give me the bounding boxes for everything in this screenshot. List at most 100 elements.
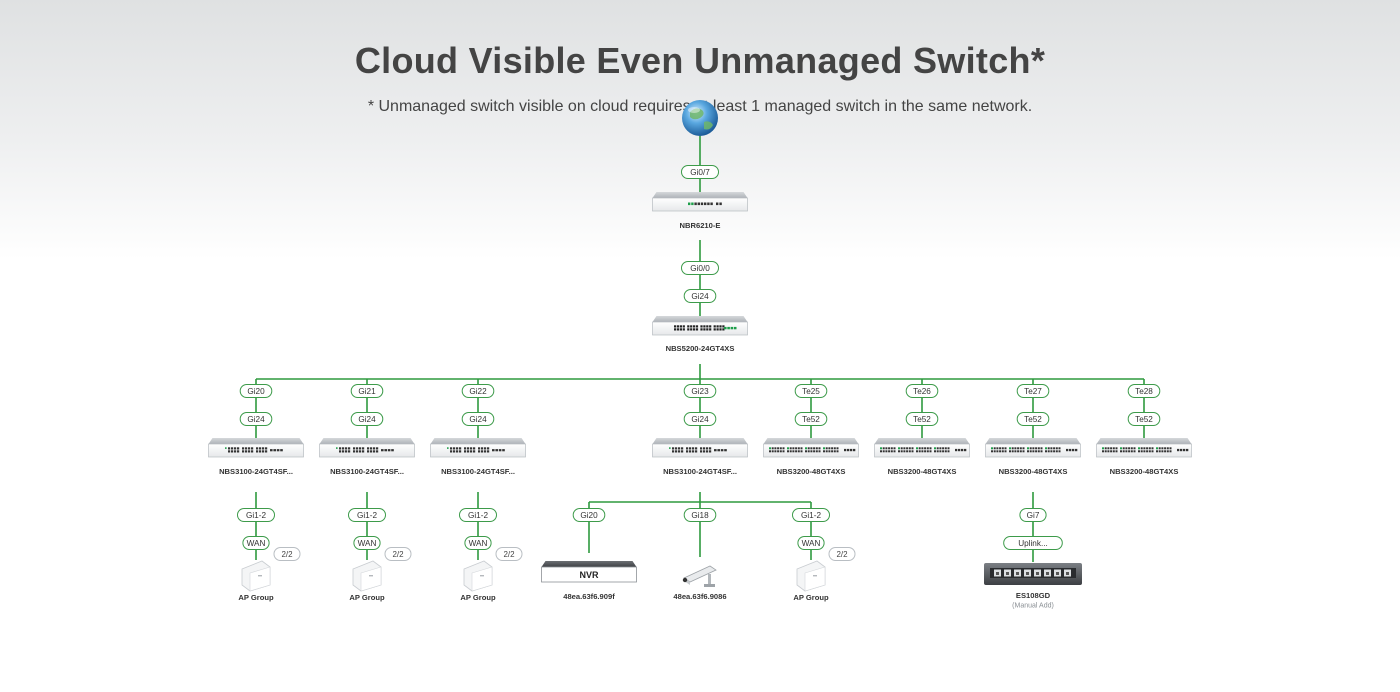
svg-text:WAN: WAN	[358, 539, 377, 548]
ap-wan-port[interactable]: WAN	[353, 536, 381, 550]
svg-text:Gi20: Gi20	[247, 387, 265, 396]
branch-switch-device[interactable]	[763, 438, 859, 458]
globe-icon	[682, 100, 718, 136]
branch-switch-device[interactable]	[652, 438, 748, 458]
ap-group-label: AP Group	[349, 593, 385, 602]
branch-core-port[interactable]: Gi20	[239, 384, 273, 398]
core-switch-device[interactable]	[652, 316, 748, 336]
svg-text:Te52: Te52	[802, 415, 820, 424]
branch-switch-name: NBS3200-48GT4XS	[1110, 467, 1179, 476]
svg-text:WAN: WAN	[469, 539, 488, 548]
svg-text:Gi7: Gi7	[1027, 511, 1040, 520]
branch-switch-name: NBS3200-48GT4XS	[999, 467, 1068, 476]
svg-text:Te52: Te52	[1024, 415, 1042, 424]
branch-core-port[interactable]: Te28	[1127, 384, 1161, 398]
branch-uplink-port[interactable]: Te52	[1127, 412, 1161, 426]
branch-core-port[interactable]: Gi22	[461, 384, 495, 398]
unmanaged-port[interactable]: Gi7	[1019, 508, 1047, 522]
ap-wan-port[interactable]: WAN	[242, 536, 270, 550]
unmanaged-switch-name: ES108GD	[1016, 591, 1051, 600]
svg-text:Gi23: Gi23	[691, 387, 709, 396]
camera-icon[interactable]	[682, 565, 717, 587]
svg-text:Gi24: Gi24	[358, 415, 376, 424]
branch-uplink-port[interactable]: Te52	[905, 412, 939, 426]
branch-switch-name: NBS3100-24GT4SF...	[330, 467, 404, 476]
branch-switch-device[interactable]	[985, 438, 1081, 458]
branch-uplink-port[interactable]: Gi24	[461, 412, 495, 426]
ap-port[interactable]: Gi1-2	[459, 508, 497, 522]
router-downlink-port[interactable]: Gi0/0	[681, 261, 719, 275]
router-name-label: NBR6210-E	[680, 221, 721, 230]
branch-uplink-port[interactable]: Te52	[794, 412, 828, 426]
branch-switch-device[interactable]	[208, 438, 304, 458]
ap-group-label: AP Group	[238, 593, 274, 602]
ap-port[interactable]: Gi1-2	[792, 508, 830, 522]
nvr-port[interactable]: Gi20	[572, 508, 606, 522]
svg-text:Gi0/0: Gi0/0	[690, 264, 710, 273]
branch-core-port[interactable]: Gi21	[350, 384, 384, 398]
core-uplink-port[interactable]: Gi24	[683, 289, 717, 303]
branch-switch-device[interactable]	[430, 438, 526, 458]
branch-core-port[interactable]: Gi23	[683, 384, 717, 398]
nvr-name-label: 48ea.63f6.909f	[563, 592, 615, 601]
ap-wan-port[interactable]: WAN	[797, 536, 825, 550]
branch-uplink-port[interactable]: Gi24	[350, 412, 384, 426]
svg-text:Gi24: Gi24	[469, 415, 487, 424]
ap-group-label: AP Group	[793, 593, 829, 602]
svg-text:Gi21: Gi21	[358, 387, 376, 396]
svg-text:Gi24: Gi24	[247, 415, 265, 424]
branch-switch-name: NBS3200-48GT4XS	[777, 467, 846, 476]
svg-text:Gi24: Gi24	[691, 292, 709, 301]
nvr-label: NVR	[579, 570, 599, 580]
camera-name-label: 48ea.63f6.9086	[673, 592, 726, 601]
branch-uplink-port[interactable]: Gi24	[683, 412, 717, 426]
access-point-icon[interactable]	[241, 560, 271, 592]
branch-switch-device[interactable]	[874, 438, 970, 458]
svg-text:Gi18: Gi18	[691, 511, 709, 520]
svg-text:Gi1-2: Gi1-2	[801, 511, 821, 520]
svg-text:2/2: 2/2	[281, 550, 293, 559]
ap-port[interactable]: Gi1-2	[237, 508, 275, 522]
svg-text:Te52: Te52	[913, 415, 931, 424]
svg-text:Te52: Te52	[1135, 415, 1153, 424]
branch-switch-name: NBS3100-24GT4SF...	[663, 467, 737, 476]
ap-wan-port[interactable]: WAN	[464, 536, 492, 550]
nvr-device[interactable]: NVR	[541, 561, 637, 583]
svg-text:Te28: Te28	[1135, 387, 1153, 396]
svg-text:Gi24: Gi24	[691, 415, 709, 424]
svg-text:Gi22: Gi22	[469, 387, 487, 396]
router-device[interactable]	[652, 192, 748, 212]
core-name-label: NBS5200-24GT4XS	[666, 344, 735, 353]
access-point-icon[interactable]	[352, 560, 382, 592]
svg-text:Gi1-2: Gi1-2	[246, 511, 266, 520]
ap-group-label: AP Group	[460, 593, 496, 602]
svg-text:Te27: Te27	[1024, 387, 1042, 396]
svg-text:WAN: WAN	[247, 539, 266, 548]
svg-text:WAN: WAN	[802, 539, 821, 548]
branch-core-port[interactable]: Te25	[794, 384, 828, 398]
branch-switch-device[interactable]	[1096, 438, 1192, 458]
branch-switch-device[interactable]	[319, 438, 415, 458]
unmanaged-switch-device[interactable]	[984, 563, 1082, 585]
branch-core-port[interactable]: Te26	[905, 384, 939, 398]
branch-uplink-port[interactable]: Te52	[1016, 412, 1050, 426]
access-point-icon[interactable]	[796, 560, 826, 592]
router-uplink-port[interactable]: Gi0/7	[681, 165, 719, 179]
svg-text:Gi1-2: Gi1-2	[357, 511, 377, 520]
branch-switch-name: NBS3100-24GT4SF...	[219, 467, 293, 476]
camera-port[interactable]: Gi18	[683, 508, 717, 522]
svg-text:2/2: 2/2	[836, 550, 848, 559]
svg-text:Gi0/7: Gi0/7	[690, 168, 710, 177]
svg-text:Te26: Te26	[913, 387, 931, 396]
unmanaged-uplink-port[interactable]: Uplink...	[1003, 536, 1063, 550]
branch-uplink-port[interactable]: Gi24	[239, 412, 273, 426]
branch-core-port[interactable]: Te27	[1016, 384, 1050, 398]
ap-port[interactable]: Gi1-2	[348, 508, 386, 522]
access-point-icon[interactable]	[463, 560, 493, 592]
ap-count-badge: 2/2	[828, 547, 856, 561]
branch-switch-name: NBS3200-48GT4XS	[888, 467, 957, 476]
page-title: Cloud Visible Even Unmanaged Switch*	[354, 40, 1046, 81]
svg-text:Gi20: Gi20	[580, 511, 598, 520]
branch-switch-name: NBS3100-24GT4SF...	[441, 467, 515, 476]
